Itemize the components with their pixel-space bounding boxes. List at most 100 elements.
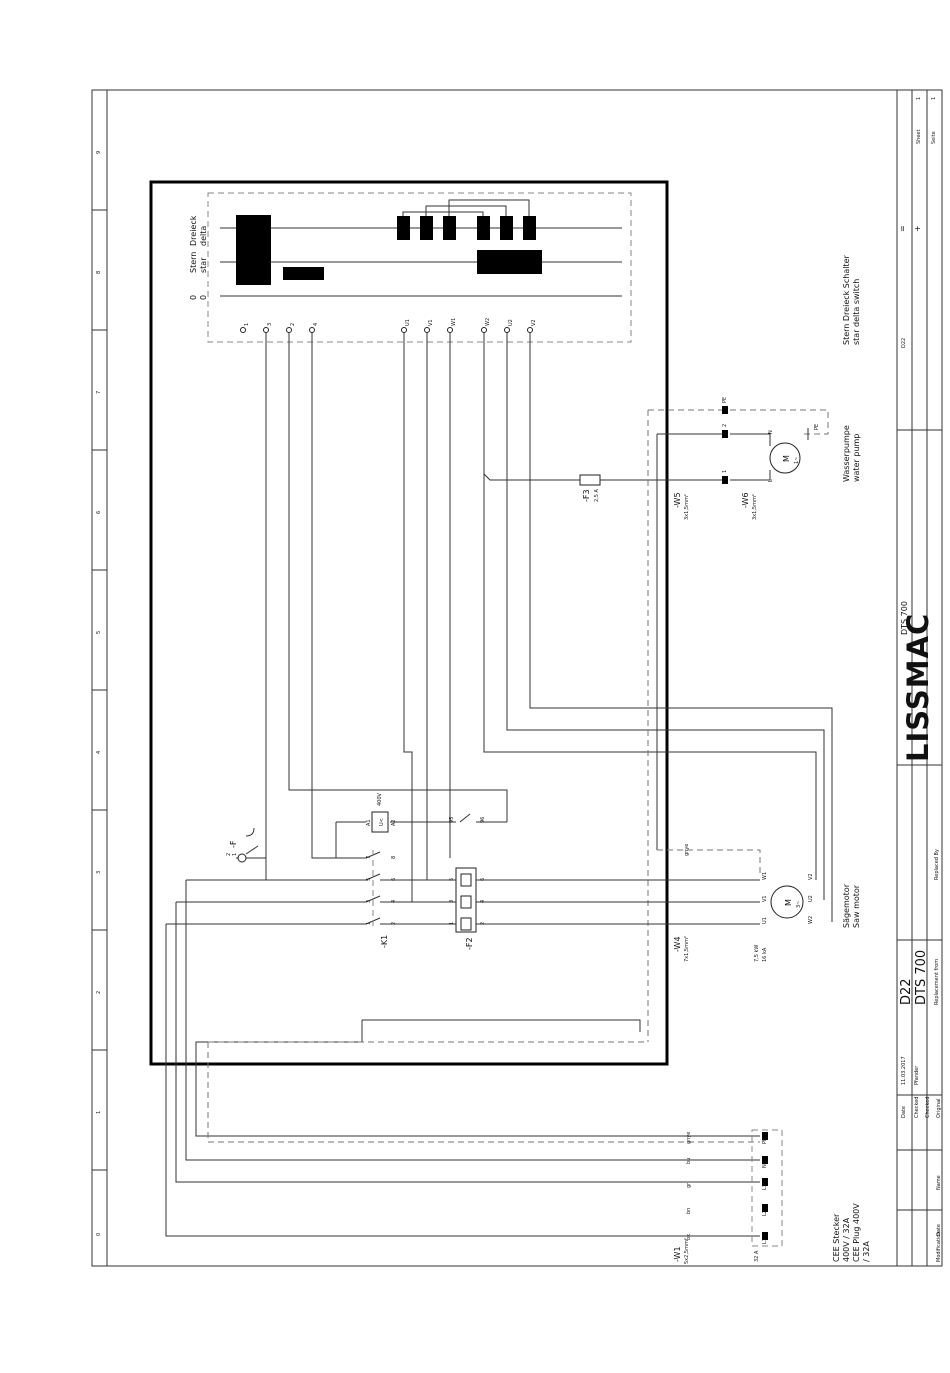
wire-sw2 — [288, 333, 508, 822]
saw-term-u2: U2 — [808, 895, 814, 902]
modification-label: Modification — [936, 1232, 942, 1262]
plug-rating-en: / 32A — [862, 1241, 871, 1262]
wire-coil-a2 — [312, 822, 337, 859]
replacement-from-label: Replacement from — [934, 959, 940, 1005]
water-pump: PE 2 1 M 1~ N L PE -W5 3x1,5mm² -W6 3x1,… — [673, 397, 861, 520]
saw-current: 16 kA — [762, 947, 768, 962]
pump-cable-w6-spec: 3x1,5mm² — [752, 494, 758, 520]
switch-term-w1 — [447, 327, 453, 333]
plug-fuse-rating: 32 A — [754, 1250, 760, 1262]
switch-cam-9 — [477, 250, 542, 274]
plug-core-bn: bn — [686, 1208, 692, 1214]
f2-c3: 3 — [449, 900, 455, 903]
saw-label-en: Saw motor — [852, 884, 861, 928]
col-3-label: 3 — [96, 871, 102, 874]
f2-c2: 2 — [480, 922, 486, 925]
pump-pin-1 — [722, 476, 728, 484]
switch-cam-6 — [477, 216, 490, 240]
f2-element-3 — [460, 917, 472, 931]
switch-cam-3 — [397, 216, 410, 240]
k1-contact-5 — [365, 873, 381, 881]
sw-t-4: 4 — [313, 323, 319, 326]
pump-motor-m: M — [782, 455, 791, 462]
switch-term-2 — [286, 327, 292, 333]
k1-coil — [371, 811, 389, 833]
col-8-label: 8 — [96, 271, 102, 274]
f2-label: -F2 — [465, 937, 474, 950]
switch-term-1 — [240, 327, 246, 333]
lissmac-logo: LISSMAC — [901, 613, 935, 762]
switch-cam-8 — [523, 216, 536, 240]
f2-aux-contact — [459, 813, 471, 823]
plug-pin-pe-label: PE — [762, 1138, 768, 1144]
saw-motor-phase: 3~ — [796, 901, 802, 908]
bridge-1 — [402, 211, 484, 216]
wire-saw-pe — [657, 849, 761, 875]
pump-cable-w5: -W5 — [673, 492, 682, 508]
pump-term-pe: PE — [814, 424, 820, 430]
sw-t-u1: U1 — [405, 319, 411, 326]
row-off-2: 0 — [199, 295, 208, 300]
col-2-label: 2 — [96, 991, 102, 994]
k1-c8: 8 — [391, 856, 397, 859]
pump-pin-pe — [722, 406, 728, 414]
sheet-label: Sheet — [916, 130, 922, 144]
plug-cable-w1: -W1 — [673, 1246, 682, 1262]
model-name: DTS 700 — [914, 950, 929, 1005]
switch-terminals: 1 3 2 4 U1 V1 W1 W2 U2 V2 — [240, 318, 537, 333]
pump-label-de: Wasserpumpe — [842, 425, 851, 482]
saw-core-gnye: gnye — [684, 844, 690, 856]
title-block: D22 = + Seite 1 Sheet 1 DTS 700 LISSMAC … — [897, 90, 942, 1266]
sw-t-w2: W2 — [485, 318, 491, 326]
f2-c4: 4 — [480, 900, 486, 903]
col-4-label: 4 — [96, 751, 102, 754]
wire-w2 — [483, 333, 817, 880]
date2-label: Date — [936, 1224, 942, 1236]
col-5-label: 5 — [96, 631, 102, 634]
saw-cable-w4: -W4 — [673, 936, 682, 952]
wire-v2 — [529, 333, 833, 922]
k1-c2: 2 — [391, 922, 397, 925]
pump-term-n: N — [768, 430, 774, 434]
switch-cam-4 — [420, 216, 433, 240]
saw-label-de: Sägemotor — [842, 883, 851, 928]
pump-term-l: L — [768, 479, 774, 482]
row-delta-en: delta — [199, 226, 208, 246]
wire-pump-motor-n — [730, 433, 771, 446]
model-vertical: DTS 700 — [900, 601, 909, 635]
saw-motor-m: M — [784, 899, 793, 906]
estop-actuator-icon — [245, 827, 255, 837]
k1-contact-3 — [365, 895, 381, 903]
col-9-label: 9 — [96, 151, 102, 154]
pump-motor-phase: 1~ — [794, 457, 800, 464]
f2-c5: 5 — [449, 878, 455, 881]
saw-term-v2: V2 — [808, 873, 814, 880]
switch-cam-7 — [500, 216, 513, 240]
eq-sign: = — [898, 225, 907, 232]
switch-cam-2 — [283, 267, 324, 280]
outer-border — [91, 89, 943, 1267]
k1-a2: A2 — [391, 819, 397, 826]
wiring — [165, 333, 833, 1237]
k1-c4: 4 — [391, 900, 397, 903]
f3-body — [579, 474, 601, 486]
k1-a1: A1 — [366, 819, 372, 826]
estop-pin-2: 2 — [226, 853, 232, 856]
sw-t-1: 1 — [244, 323, 250, 326]
estop-button-icon — [237, 853, 247, 863]
wire-l2 — [175, 902, 760, 1183]
wire-n — [195, 1050, 760, 1137]
row-star-de: Stern — [189, 252, 198, 273]
wire-pump-tap — [483, 473, 580, 481]
f2-c6: 6 — [480, 878, 486, 881]
contactor-k1: U< 400V 1 3 5 7 A1 2 4 6 8 A2 -K1 — [365, 792, 397, 948]
switch-cam-5 — [443, 216, 456, 240]
row-star-en: star — [199, 257, 208, 273]
switch-term-u1 — [401, 327, 407, 333]
k1-coil-label: U< — [379, 818, 385, 826]
plug-core-bu: bu — [686, 1158, 692, 1164]
f3-label: -F3 — [582, 489, 591, 502]
saw-term-u1: U1 — [762, 917, 768, 924]
f2-body — [455, 867, 477, 933]
